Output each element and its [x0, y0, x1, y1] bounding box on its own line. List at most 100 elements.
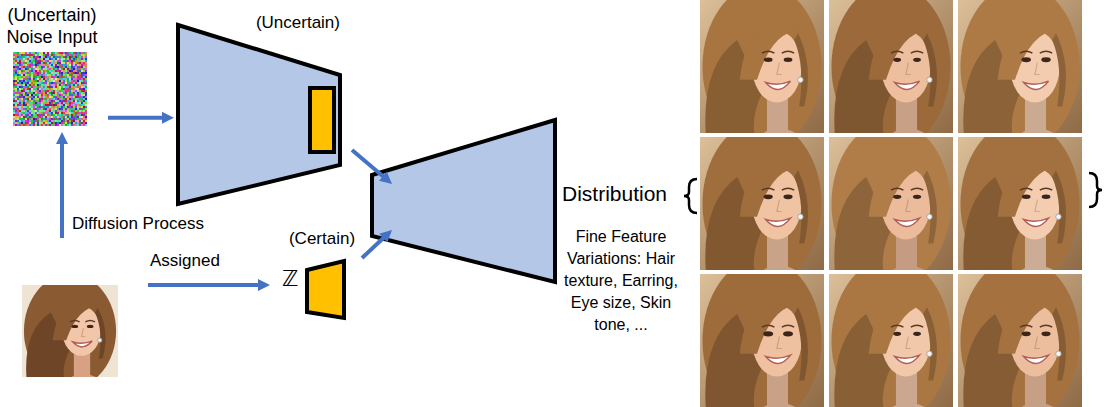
noise-pixel — [45, 84, 47, 86]
noise-pixel — [33, 82, 35, 84]
noise-pixel — [77, 102, 79, 104]
shoulder — [1014, 128, 1064, 133]
noise-pixel — [35, 64, 37, 66]
noise-pixel — [35, 84, 37, 86]
noise-pixel — [71, 118, 73, 120]
noise-pixel — [53, 68, 55, 70]
noise-pixel — [73, 122, 75, 124]
noise-input: (Uncertain) Noise Input — [0, 0, 104, 130]
noise-pixel — [75, 80, 77, 82]
noise-pixel — [43, 110, 45, 112]
noise-pixel — [75, 114, 77, 116]
brow — [1020, 51, 1032, 53]
noise-pixel — [79, 96, 81, 98]
noise-pixel — [67, 112, 69, 114]
hair — [1052, 307, 1066, 380]
noise-pixel — [37, 114, 39, 116]
noise-pixel — [25, 82, 27, 84]
noise-pixel — [41, 122, 43, 124]
noise-pixel — [21, 106, 23, 108]
noise-pixel — [17, 90, 19, 92]
noise-pixel — [13, 54, 15, 56]
noise-pixel — [57, 80, 59, 82]
noise-pixel — [31, 70, 33, 72]
noise-pixel — [83, 74, 85, 76]
noise-pixel — [81, 84, 83, 86]
noise-pixel — [63, 106, 65, 108]
noise-pixel — [75, 78, 77, 80]
noise-pixel — [71, 68, 73, 70]
noise-image — [13, 52, 87, 126]
noise-pixel — [35, 90, 37, 92]
noise-pixel — [37, 100, 39, 102]
noise-pixel — [67, 72, 69, 74]
noise-pixel — [39, 106, 41, 108]
eye — [893, 332, 901, 336]
noise-pixel — [15, 74, 17, 76]
noise-pixel — [43, 84, 45, 86]
noise-pixel — [75, 100, 77, 102]
noise-pixel — [35, 86, 37, 88]
noise-pixel — [47, 74, 49, 76]
noise-pixel — [63, 92, 65, 94]
noise-pixel — [25, 88, 27, 90]
noise-pixel — [21, 80, 23, 82]
noise-pixel — [85, 94, 87, 96]
noise-pixel — [55, 86, 57, 88]
noise-pixel — [77, 124, 79, 126]
noise-pixel — [85, 78, 87, 80]
noise-pixel — [53, 92, 55, 94]
noise-pixel — [61, 56, 63, 58]
noise-pixel — [17, 94, 19, 96]
noise-pixel — [17, 78, 19, 80]
noise-pixel — [59, 90, 61, 92]
eye — [1041, 57, 1051, 62]
noise-pixel — [55, 70, 57, 72]
noise-pixel — [31, 72, 33, 74]
noise-pixel — [45, 104, 47, 106]
noise-pixel — [19, 120, 21, 122]
noise-pixel — [23, 66, 25, 68]
noise-pixel — [65, 104, 67, 106]
noise-pixel — [49, 88, 51, 90]
noise-pixel — [77, 56, 79, 58]
noise-pixel — [75, 98, 77, 100]
noise-pixel — [15, 78, 17, 80]
eye — [763, 331, 773, 336]
noise-pixel — [69, 78, 71, 80]
noise-pixel — [51, 100, 53, 102]
noise-pixel — [45, 54, 47, 56]
noise-pixel — [23, 108, 25, 110]
noise-pixel — [81, 88, 83, 90]
noise-pixel — [75, 66, 77, 68]
noise-pixel — [31, 76, 33, 78]
noise-pixel — [41, 86, 43, 88]
label-anchor: Diffusion Process — [72, 213, 242, 235]
noise-pixel — [39, 84, 41, 86]
noise-pixel — [59, 122, 61, 124]
eye — [913, 195, 921, 199]
noise-pixel — [17, 72, 19, 74]
noise-pixel — [19, 92, 21, 94]
noise-pixel — [73, 84, 75, 86]
noise-pixel — [29, 88, 31, 90]
noise-pixel — [71, 120, 73, 122]
noise-pixel — [27, 98, 29, 100]
noise-pixel — [73, 66, 75, 68]
noise-pixel — [45, 124, 47, 126]
noise-pixel — [25, 64, 27, 66]
noise-pixel — [33, 64, 35, 66]
noise-pixel — [69, 86, 71, 88]
noise-pixel — [43, 90, 45, 92]
noise-pixel — [43, 72, 45, 74]
noise-pixel — [29, 108, 31, 110]
noise-pixel — [79, 54, 81, 56]
noise-pixel — [15, 110, 17, 112]
noise-pixel — [71, 122, 73, 124]
noise-pixel — [75, 76, 77, 78]
noise-pixel — [71, 108, 73, 110]
noise-pixel — [31, 102, 33, 104]
noise-pixel — [25, 72, 27, 74]
noise-pixel — [79, 76, 81, 78]
